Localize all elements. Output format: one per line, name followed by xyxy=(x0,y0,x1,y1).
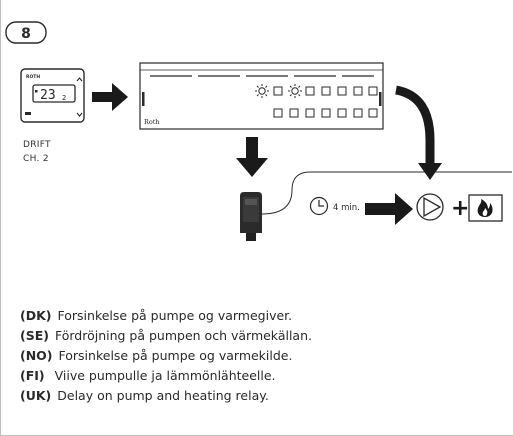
led-square xyxy=(321,108,331,118)
thermostat-brand: ROTH xyxy=(26,74,40,80)
controller-unit: Roth xyxy=(139,62,384,130)
thermostat-decimal: 2 xyxy=(62,94,66,102)
controller-left-bar xyxy=(142,92,145,106)
right-arrow-icon xyxy=(92,83,128,111)
sun-icon xyxy=(288,84,302,98)
thermostat-value: 23 xyxy=(40,88,56,103)
description-text: Viive pumpulle ja lämmönlähteelle. xyxy=(54,368,276,383)
timer-label: 4 min. xyxy=(333,203,360,213)
led-square xyxy=(337,108,347,118)
description-line-dk: (DK) Forsinkelse på pumpe og varmegiver. xyxy=(20,308,292,323)
thermostat: ROTH 23 2 xyxy=(20,68,85,123)
led-square xyxy=(353,86,363,96)
led-square xyxy=(353,108,363,118)
led-square xyxy=(305,108,315,118)
flame-icon xyxy=(468,194,503,222)
description-line-uk: (UK) Delay on pump and heating relay. xyxy=(20,388,269,403)
thermostat-caption-line1: DRIFT xyxy=(23,140,51,150)
caret-down-icon xyxy=(76,112,83,117)
led-square xyxy=(337,86,347,96)
step-badge: 8 xyxy=(5,21,47,44)
step-number: 8 xyxy=(21,26,31,42)
led-square xyxy=(368,108,378,118)
description-line-fi: (FI) Viive pumpulle ja lämmönlähteelle. xyxy=(20,368,276,383)
lang-code: (NO) xyxy=(20,348,53,363)
caret-up-icon xyxy=(76,77,83,82)
sun-icon xyxy=(255,84,269,98)
description-text: Forsinkelse på pumpe og varmegiver. xyxy=(57,308,293,323)
thermostat-display xyxy=(32,84,76,103)
led-square xyxy=(273,86,283,96)
description-line-no: (NO) Forsinkelse på pumpe og varmekilde. xyxy=(20,348,292,363)
description-text: Forsinkelse på pumpe og varmekilde. xyxy=(58,348,293,363)
lang-code: (DK) xyxy=(20,308,52,323)
led-square xyxy=(305,86,315,96)
curved-arrow-icon xyxy=(394,85,435,165)
lang-code: (SE) xyxy=(20,328,49,343)
down-arrow-icon xyxy=(236,137,268,177)
thermostat-caption-line2: CH. 2 xyxy=(23,154,49,164)
controller-right-bar xyxy=(379,92,382,106)
description-text: Delay on pump and heating relay. xyxy=(57,388,269,403)
led-square xyxy=(273,108,283,118)
led-square xyxy=(321,86,331,96)
plus-sign: + xyxy=(451,196,469,221)
led-square xyxy=(368,86,378,96)
led-square xyxy=(289,108,299,118)
lang-code: (UK) xyxy=(20,388,52,403)
description-text: Fördröjning på pumpen och värmekällan. xyxy=(54,328,312,343)
right-arrow-icon xyxy=(365,193,413,225)
controller-logo: Roth xyxy=(144,118,160,126)
lang-code: (FI) xyxy=(20,368,45,383)
clock-icon xyxy=(309,196,329,216)
pump-icon xyxy=(416,193,444,221)
connector-line xyxy=(261,171,512,215)
description-line-se: (SE) Fördröjning på pumpen och värmekälla… xyxy=(20,328,312,343)
actuator-device xyxy=(240,192,262,241)
